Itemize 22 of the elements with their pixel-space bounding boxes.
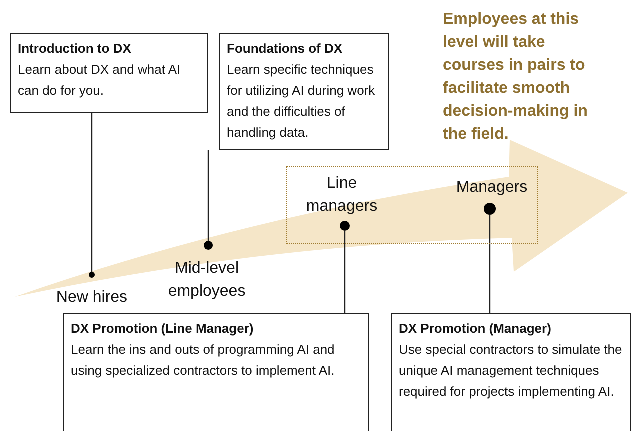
- leader-line: [91, 113, 93, 272]
- leader-line: [208, 150, 210, 241]
- level-label: Managers: [455, 178, 529, 198]
- note-text: Employees at this level will take courses in pairs to facilitate smooth decision-making in the field.: [443, 10, 589, 145]
- course-card: [63, 313, 369, 431]
- card-description: Learn specific techniques for utilizing AI during work and the difficulties of handling data.: [227, 61, 376, 142]
- course-card: [10, 33, 208, 113]
- card-heading: DX Promotion (Line Manager): [71, 320, 255, 338]
- course-card: [219, 33, 389, 150]
- level-label: Mid-level employees: [167, 259, 247, 302]
- level-label: New hires: [55, 288, 129, 308]
- card-description: Use special contractors to simulate the unique AI management techniques required for projects implementing AI.: [399, 341, 623, 401]
- dotted-group-frame: [286, 166, 538, 244]
- card-description: Learn about DX and what AI can do for you.: [18, 61, 182, 100]
- level-label: Line managers: [305, 174, 379, 217]
- card-heading: Foundations of DX: [227, 40, 344, 58]
- card-heading: DX Promotion (Manager): [399, 320, 552, 338]
- leader-line: [489, 215, 491, 313]
- leader-line: [344, 231, 346, 313]
- card-heading: Introduction to DX: [18, 40, 132, 58]
- card-description: Learn the ins and outs of programming AI and using specialized contractors to implement AI.: [71, 341, 336, 380]
- course-card: [391, 313, 631, 431]
